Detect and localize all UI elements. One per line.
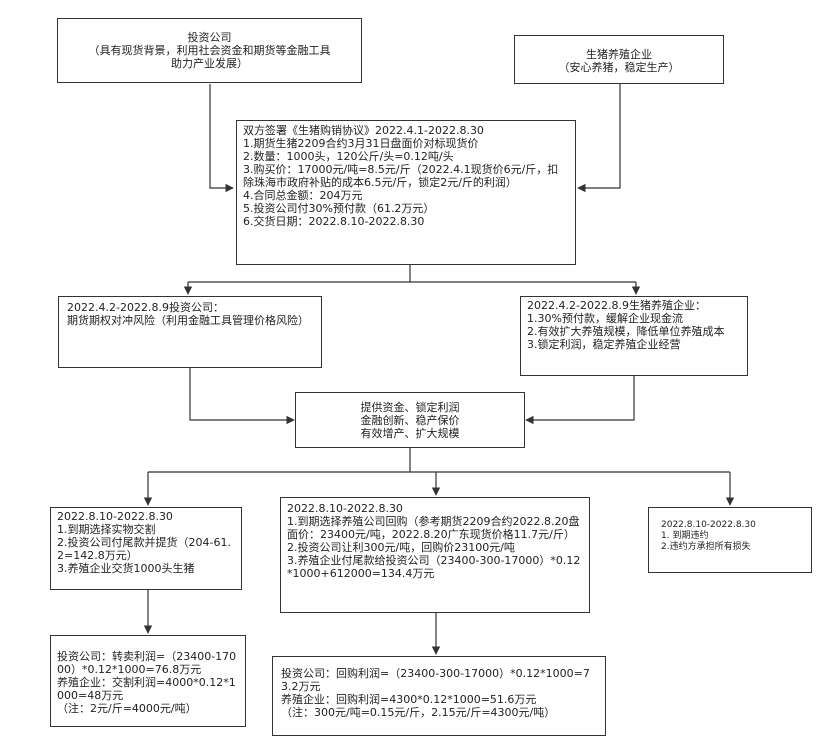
farm-box: 生猪养殖企业 （安心养猪，稳定生产） [514,35,724,84]
agreement-item-5: 5.投资公司付30%预付款（61.2万元） [243,202,435,215]
result2-note: （注：300元/吨=0.15元/斤，2.15元/斤=4300元/吨） [281,706,556,719]
arrow-farm-to-agreement [577,84,621,193]
agreement-item-4: 4.合同总金额：204万元 [243,189,363,202]
agreement-item-3: 3.购买价：17000元/吨=8.5元/斤（2022.4.1现货价6元/斤，扣除… [243,163,559,189]
option2-item-2: 2.投资公司让利300元/吨，回购价23100元/吨 [287,541,515,554]
option2-date: 2022.8.10-2022.8.30 [287,502,403,515]
investor-hedge-text: 期货期权对冲风险（利用金融工具管理价格风险） [67,314,309,327]
option1-item-3: 3.养殖企业交货1000头生猪 [57,562,195,575]
result1-box: 投资公司：转卖利润=（23400-17000）*0.12*1000=76.8万元… [50,635,246,727]
option2-box: 2022.8.10-2022.8.30 1.到期选择养殖公司回购（参考期货220… [280,497,590,613]
investor-box-line-2: （具有现货背景，利用社会资金和期货等金融工具 [88,44,331,57]
option1-item-1: 1.到期选择实物交割 [57,523,156,536]
agreement-title: 双方签署《生猪购销协议》2022.4.1-2022.8.30 [243,124,484,137]
option1-box: 2022.8.10-2022.8.30 1.到期选择实物交割 2.投资公司付尾款… [50,507,242,590]
result2-box: 投资公司：回购利润=（23400-300-17000）*0.12*1000=73… [272,656,606,736]
option2-item-1: 1.到期选择养殖公司回购（参考期货2209合约2022.8.20盘面价：2340… [287,515,580,541]
investor-hedge-box: 2022.4.2-2022.8.9投资公司： 期货期权对冲风险（利用金融工具管理… [58,296,322,368]
farm-benefit-box: 2022.4.2-2022.8.9生猪养殖企业： 1.30%预付款，缓解企业现金… [520,296,748,376]
result1-farm: 养殖企业：交割利润=4000*0.12*1000=48万元 [57,676,236,702]
benefit-box: 提供资金、锁定利润 金融创新、稳产保价 有效增产、扩大规模 [295,392,525,448]
farm-benefit-item-3: 3.锁定利润，稳定养殖企业经营 [527,338,681,351]
option3-date: 2022.8.10-2022.8.30 [661,520,756,530]
benefit-line-1: 提供资金、锁定利润 [360,401,460,414]
option1-item-2: 2.投资公司付尾款并提货（204-61.2=142.8万元） [57,536,231,562]
option3-item-2: 2.违约方承担所有损失 [661,542,751,552]
investor-hedge-title: 2022.4.2-2022.8.9投资公司： [67,301,224,314]
agreement-item-6: 6.交货日期：2022.8.10-2022.8.30 [243,215,425,228]
option1-date: 2022.8.10-2022.8.30 [57,510,173,523]
investor-box: 投资公司 （具有现货背景，利用社会资金和期货等金融工具 助力产业发展） [57,18,362,83]
option3-item-1: 1. 到期违约 [661,531,709,541]
agreement-box: 双方签署《生猪购销协议》2022.4.1-2022.8.30 1.期货生猪220… [236,120,576,265]
farm-benefit-item-2: 2.有效扩大养殖规模，降低单位养殖成本 [527,325,725,338]
farm-box-line-2: （安心养猪，稳定生产） [558,61,680,74]
investor-box-line-3: 助力产业发展） [171,57,248,70]
farm-box-line-1: 生猪养殖企业 [586,48,652,61]
farm-benefit-item-1: 1.30%预付款，缓解企业现金流 [527,312,683,325]
agreement-item-1: 1.期货生猪2209合约3月31日盘面价对标现货价 [243,137,479,150]
arrow-hedge-to-benefit [189,368,295,425]
investor-box-line-1: 投资公司 [187,31,232,44]
arrow-investor-to-agreement [209,84,234,193]
option3-box: 2022.8.10-2022.8.30 1. 到期违约 2.违约方承担所有损失 [648,507,812,573]
benefit-line-3: 有效增产、扩大规模 [360,427,460,440]
arrow-farmbenefit-to-benefit [525,376,635,425]
result1-investor: 投资公司：转卖利润=（23400-17000）*0.12*1000=76.8万元 [57,650,237,676]
benefit-line-2: 金融创新、稳产保价 [360,414,460,427]
farm-benefit-title: 2022.4.2-2022.8.9生猪养殖企业： [527,299,706,312]
agreement-item-2: 2.数量：1000头，120公斤/头=0.12吨/头 [243,150,454,163]
result2-investor: 投资公司：回购利润=（23400-300-17000）*0.12*1000=73… [281,667,590,693]
option2-item-3: 3.养殖企业付尾款给投资公司（23400-300-17000）*0.12*100… [287,554,581,580]
result1-note: （注：2元/斤=4000元/吨） [57,702,197,715]
result2-farm: 养殖企业：回购利润=4300*0.12*1000=51.6万元 [281,693,537,706]
